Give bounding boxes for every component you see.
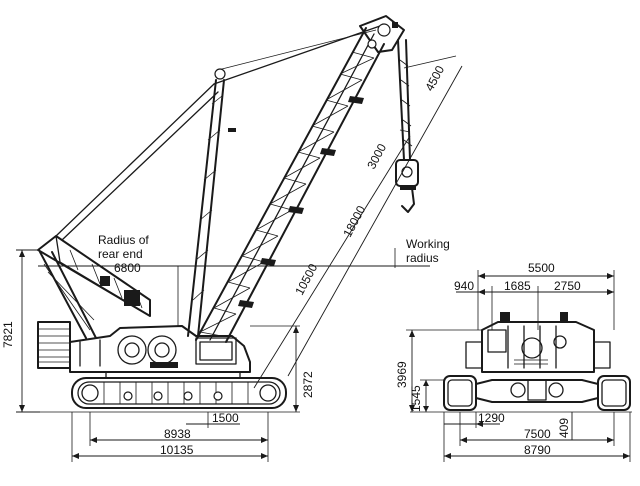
dim-text-3969: 3969 <box>395 361 409 388</box>
dim-text-18000: 18000 <box>340 203 368 239</box>
dim-bottom-side <box>71 412 269 462</box>
radius-lines <box>38 248 430 326</box>
dim-text-940: 940 <box>454 279 474 293</box>
front-carbody <box>475 379 599 403</box>
dim-text-8790: 8790 <box>524 443 551 457</box>
dim-text-3000: 3000 <box>364 141 389 171</box>
label-working-radius-1: Working <box>406 237 450 251</box>
dim-text-1685: 1685 <box>504 279 531 293</box>
dim-diagonals <box>253 55 463 389</box>
rear-frame <box>37 235 151 317</box>
front-left-crawler <box>443 375 477 411</box>
upper-structure <box>69 325 251 379</box>
dim-text-409: 409 <box>557 418 571 438</box>
side-view: Radius of rear end 6800 Working radius 7… <box>1 15 463 462</box>
label-radius-rear-value: 6800 <box>114 261 141 275</box>
dim-text-10500: 10500 <box>292 261 320 297</box>
dim-text-2872: 2872 <box>301 371 315 398</box>
dim-text-1545: 1545 <box>409 385 423 412</box>
dim-text-1500: 1500 <box>212 411 239 425</box>
dim-text-8938: 8938 <box>164 427 191 441</box>
dim-text-2750: 2750 <box>554 279 581 293</box>
dim-text-1290: 1290 <box>478 411 505 425</box>
dim-text-5500: 5500 <box>528 261 555 275</box>
label-radius-rear-1: Radius of <box>98 233 149 247</box>
dim-text-7821: 7821 <box>1 321 15 348</box>
dim-front-left <box>406 329 482 412</box>
gantry-mast <box>39 251 97 339</box>
dim-2872 <box>250 325 300 412</box>
label-radius-rear-2: rear end <box>98 247 143 261</box>
hook-block <box>395 39 419 213</box>
dim-front-bottom <box>443 412 631 462</box>
counterweight <box>37 321 71 369</box>
dim-front-top <box>456 270 615 330</box>
front-view: 5500 940 1685 2750 3969 1545 1290 7500 4… <box>395 261 632 462</box>
dim-text-4500: 4500 <box>422 63 447 93</box>
label-working-radius-2: radius <box>406 251 439 265</box>
front-right-crawler <box>597 375 631 411</box>
dim-text-7500: 7500 <box>524 427 551 441</box>
luffing-mast <box>187 68 236 337</box>
crawler-track <box>71 377 287 409</box>
dim-height-total <box>16 249 40 413</box>
front-upper <box>465 312 611 373</box>
pendant-lines <box>55 25 381 241</box>
dim-text-10135: 10135 <box>160 443 194 457</box>
